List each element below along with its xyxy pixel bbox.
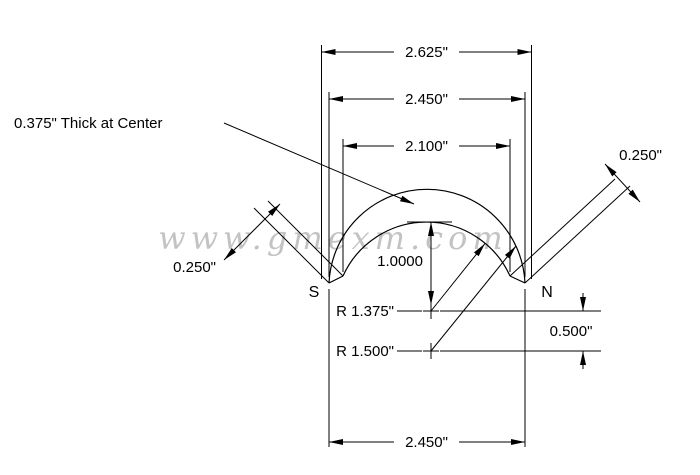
dim-inner-radius: R 1.375" [336, 303, 394, 320]
right-inner-tangent-line [509, 178, 616, 277]
radius-leader-line [430, 243, 486, 312]
pole-label-south: S [309, 284, 320, 301]
watermark-text: www.gmexm.com [158, 219, 507, 257]
dim-outer-chord: 2.450" [405, 91, 448, 108]
left-end-face [328, 275, 344, 284]
dim-inner-chord-group: 2.100" [343, 138, 510, 155]
dim-center-offset-group: 0.500" [550, 293, 593, 369]
dim-end-thickness-right-group: 0.250" [604, 147, 662, 203]
dim-line [223, 203, 281, 261]
pole-label-north: N [541, 284, 553, 301]
dim-height-group: 1.0000 [377, 221, 452, 305]
dim-overall-width-group: 2.625" [321, 44, 532, 61]
dim-overall-width: 2.625" [405, 44, 448, 61]
thickness-callout: 0.375" Thick at Center [14, 115, 162, 132]
dim-end-thickness-right: 0.250" [619, 147, 662, 164]
dim-outer-radius: R 1.500" [336, 343, 394, 360]
thickness-callout-group: 0.375" Thick at Center [14, 115, 415, 205]
left-inner-tangent-line [267, 200, 344, 277]
dim-bottom-chord-group: 2.450" [329, 434, 525, 451]
dim-inner-radius-group: R 1.375" [336, 243, 486, 320]
dim-outer-chord-group: 2.450" [329, 91, 525, 108]
tangent-extension-lines [253, 178, 631, 284]
dim-line [604, 163, 641, 203]
outer-arc [328, 188, 526, 284]
dim-end-thickness-left-group: 0.250" [173, 203, 281, 276]
right-end-face [509, 275, 526, 284]
dim-inner-chord: 2.100" [405, 138, 448, 155]
dim-height: 1.0000 [377, 253, 423, 270]
right-outer-tangent-line [524, 185, 631, 284]
dim-end-thickness-left: 0.250" [173, 259, 216, 276]
radius-leader-line [430, 245, 517, 352]
dim-center-offset: 0.500" [550, 323, 593, 340]
dim-bottom-chord: 2.450" [405, 434, 448, 451]
dim-outer-radius-group: R 1.500" [336, 245, 517, 360]
callout-leader-line [223, 122, 415, 205]
